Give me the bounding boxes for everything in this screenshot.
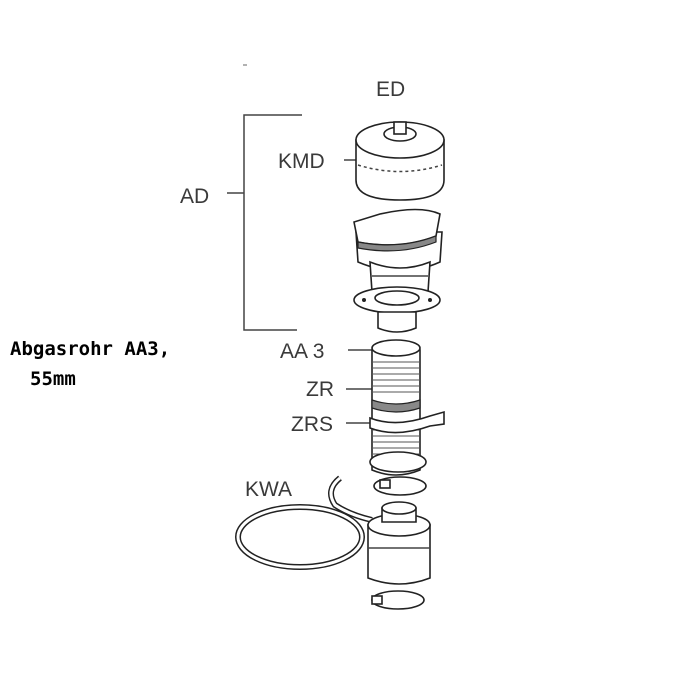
cap-ed-kmd xyxy=(355,121,445,201)
label-kwa: KWA xyxy=(245,478,292,501)
label-ed: ED xyxy=(376,78,405,101)
product-title-line2: 55mm xyxy=(30,368,76,390)
pipe-zr xyxy=(371,339,421,476)
condensate-drain-kwa xyxy=(235,475,431,610)
pipe-clamps xyxy=(369,451,427,496)
label-zrs: ZRS xyxy=(291,413,333,436)
label-ad: AD xyxy=(180,185,209,208)
ad-bracket xyxy=(227,114,302,331)
product-title-line1: Abgasrohr AA3, xyxy=(10,338,171,360)
label-zr: ZR xyxy=(306,378,334,401)
label-kmd: KMD xyxy=(278,150,325,173)
pipe-strap-zrs xyxy=(369,410,445,434)
label-aa3: AA 3 xyxy=(280,340,324,363)
exhaust-head xyxy=(353,208,443,333)
